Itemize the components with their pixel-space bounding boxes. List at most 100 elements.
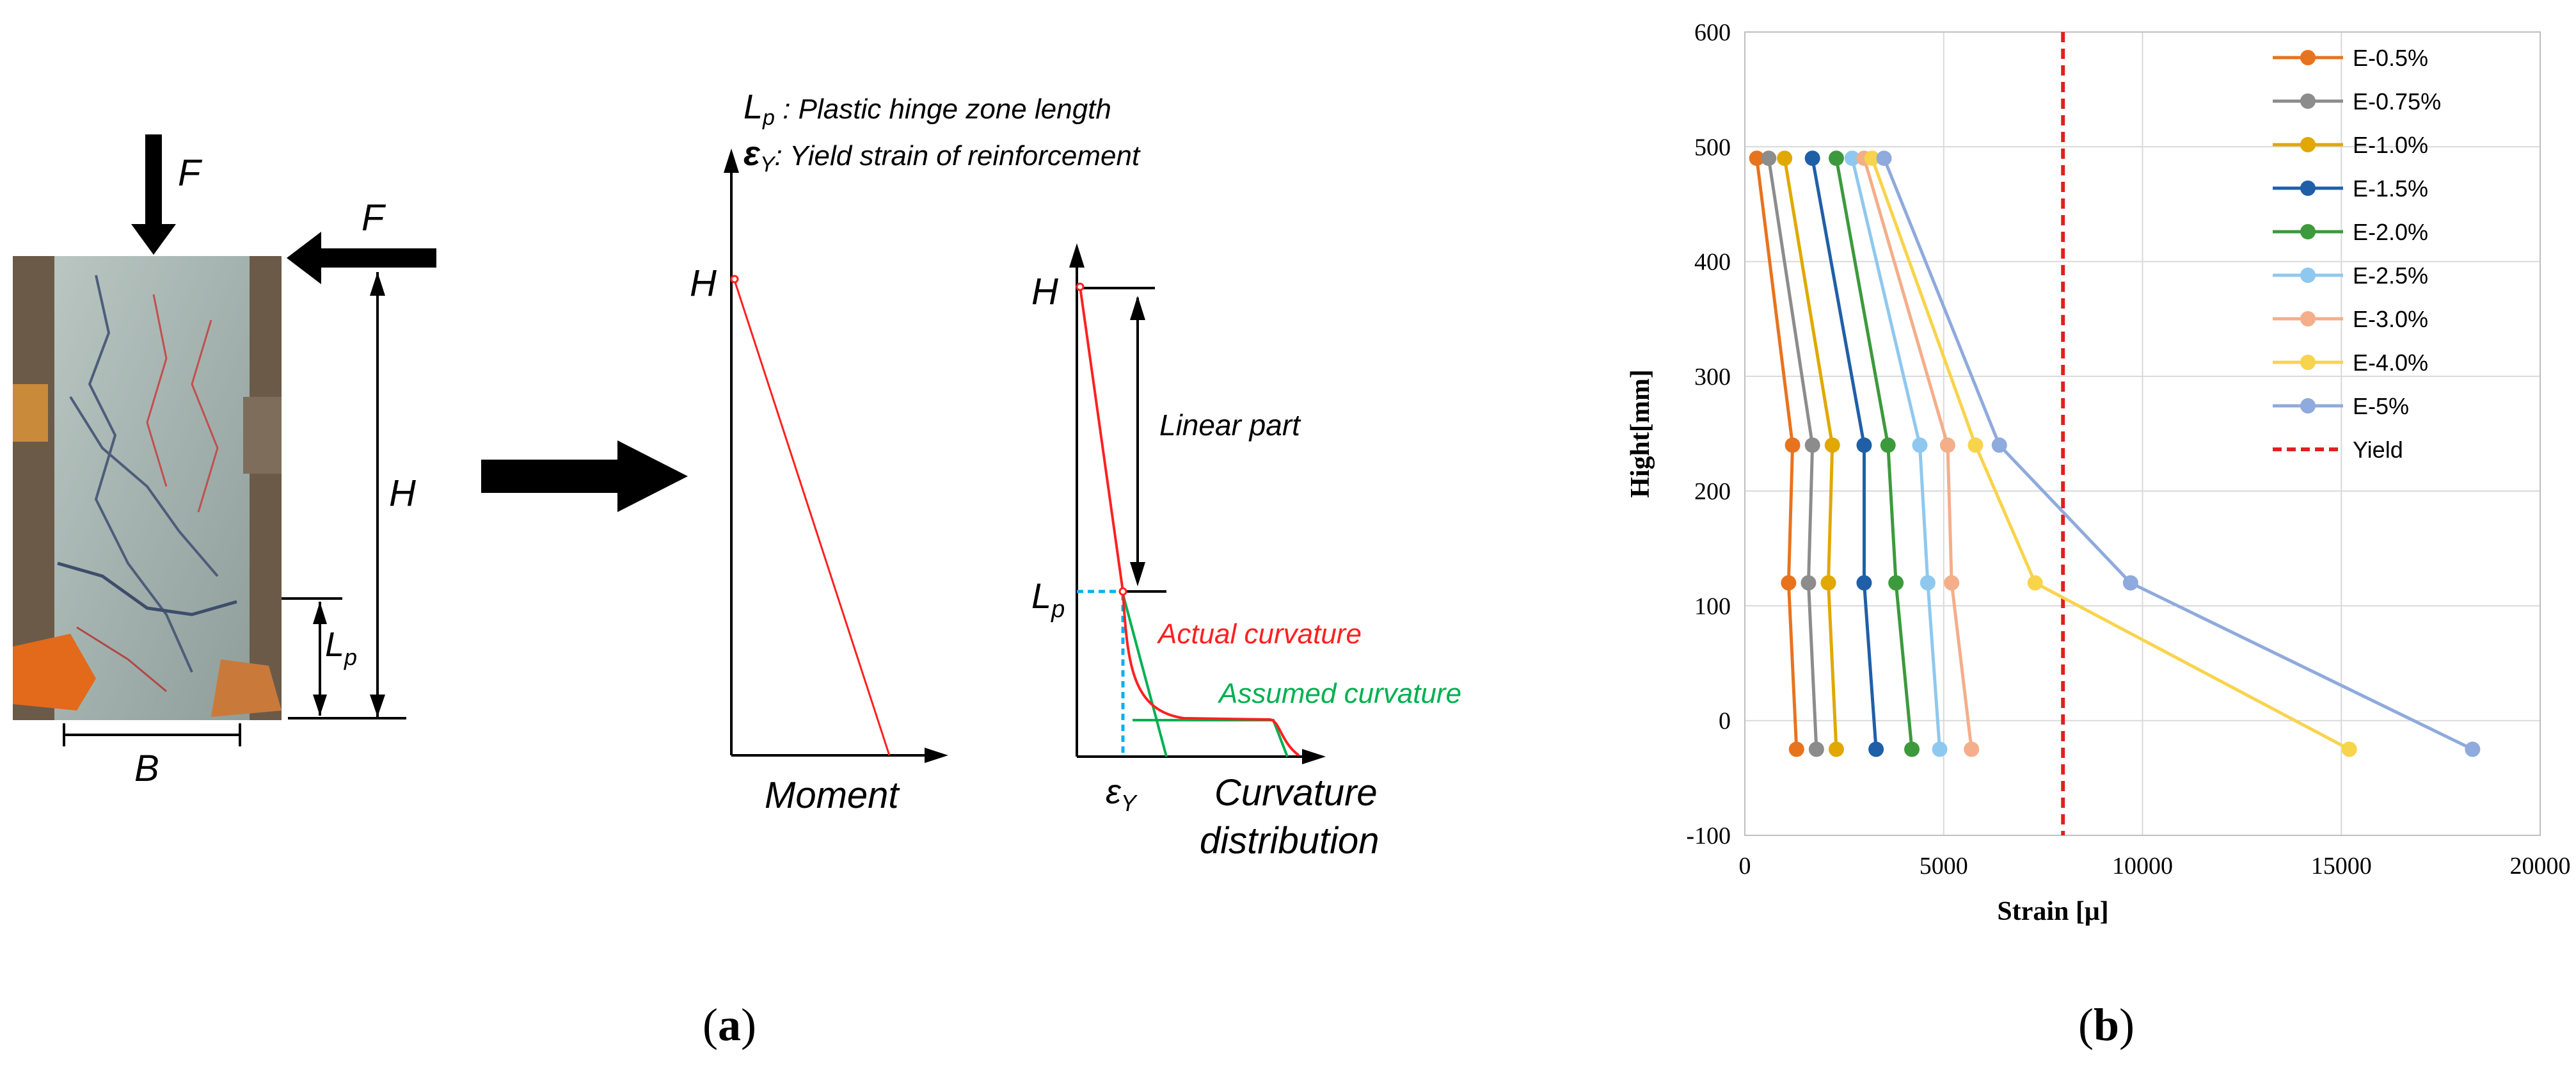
curvature-top-point [1076, 282, 1085, 291]
moment-axes [730, 154, 941, 757]
legend-entry: E-3.0% [2353, 306, 2428, 332]
series-line-E-1.5% [1811, 157, 1878, 750]
series-line-E-0.75% [1767, 157, 1818, 750]
series-line-E-3.0% [1863, 157, 1973, 750]
y-tick-label: 400 [1694, 249, 1731, 276]
data-point [1824, 437, 1840, 453]
data-point [1964, 741, 1980, 757]
legend-swatch-marker [2300, 355, 2316, 370]
data-point [1912, 437, 1928, 453]
x-axis-label: Strain [μ] [1997, 897, 2108, 926]
data-point [2122, 575, 2138, 591]
assumed-curvature-line [1122, 593, 1168, 757]
legend-swatch-marker [2300, 398, 2316, 414]
height-dimension [288, 272, 406, 719]
plot-frame [1744, 31, 2541, 836]
legend-entry: E-2.5% [2353, 262, 2428, 289]
side-force-arrow [287, 232, 436, 284]
y-tick-label: 600 [1694, 19, 1731, 46]
data-point [1876, 150, 1892, 166]
data-point [1944, 575, 1960, 591]
panel-b-label: (b) [2078, 999, 2135, 1050]
moment-line [733, 280, 891, 756]
legend-entry: E-5% [2353, 393, 2409, 419]
curvature-xlabel-1: Curvature [1214, 772, 1378, 814]
curvature-lp-point [1118, 587, 1127, 596]
legend-ey: εY: Yield strain of reinforcement [743, 134, 1141, 177]
legend-lp: Lp : Plastic hinge zone length [743, 88, 1111, 130]
series-line-E-1.0% [1783, 157, 1838, 750]
top-force-arrow [131, 134, 176, 255]
data-point [1777, 150, 1793, 166]
data-point [1932, 741, 1948, 757]
data-point [1749, 150, 1765, 166]
y-tick-label: 0 [1719, 708, 1731, 735]
x-tick-label: 10000 [2112, 853, 2173, 880]
legend-entry: E-1.5% [2353, 175, 2428, 202]
x-tick-label: 15000 [2311, 853, 2372, 880]
y-tick-label: 300 [1694, 364, 1731, 390]
series-line-E-2.5% [1850, 157, 1942, 750]
data-point [2341, 741, 2357, 757]
top-force-label: F [178, 152, 203, 194]
curvature-xlabel-2: distribution [1200, 820, 1379, 862]
width-dimension [63, 723, 241, 746]
legend-swatch-marker [2300, 93, 2316, 109]
data-point [2465, 741, 2481, 757]
series-line-E-5% [1882, 157, 2474, 751]
x-tick-label: 5000 [1920, 853, 1968, 880]
data-point [1844, 150, 1860, 166]
data-point [1888, 575, 1904, 591]
legend-swatch-marker [2300, 224, 2316, 239]
data-point [1880, 437, 1896, 453]
data-point [1856, 437, 1872, 453]
x-tick-label: 20000 [2510, 853, 2571, 880]
legend-entry: E-4.0% [2353, 350, 2428, 376]
data-point [1868, 741, 1884, 757]
specimen-photo [13, 256, 282, 720]
series-line-E-2.0% [1834, 157, 1914, 750]
legend-entry: E-1.0% [2353, 132, 2428, 158]
moment-h-label: H [690, 262, 717, 304]
data-point [1788, 741, 1804, 757]
legend-entry: E-0.5% [2353, 45, 2428, 71]
side-force-label: F [362, 197, 386, 239]
y-tick-label: 500 [1694, 134, 1731, 161]
moment-top-point [730, 275, 739, 284]
legend-swatch-marker [2300, 181, 2316, 196]
data-point [1864, 150, 1880, 166]
y-tick-label: 100 [1694, 593, 1731, 620]
series-line-E-4.0% [1870, 157, 2350, 751]
data-point [1820, 575, 1836, 591]
transition-arrow [481, 440, 688, 512]
data-point [1808, 741, 1824, 757]
legend-swatch-marker [2300, 50, 2316, 65]
legend-entry: E-2.0% [2353, 219, 2428, 245]
actual-curvature-label: Actual curvature [1156, 618, 1362, 650]
data-point [1939, 437, 1955, 453]
strain-chart: -100 0 100 200 300 400 500 600 0 5000 10000 15000 20… [1626, 19, 2571, 926]
y-axis-label: Hight[mm] [1626, 369, 1655, 498]
curvature-lp-label: Lp [1031, 575, 1065, 623]
y-tick-label: 200 [1694, 478, 1731, 505]
data-point [1920, 575, 1936, 591]
legend-entry-yield: Yield [2353, 437, 2403, 463]
legend-swatch-marker [2300, 268, 2316, 283]
y-tick-label: -100 [1686, 823, 1731, 849]
data-point [1761, 150, 1777, 166]
data-point [1991, 437, 2007, 453]
data-point [1904, 741, 1920, 757]
series-line-E-0.5% [1755, 157, 1799, 750]
data-point [1801, 575, 1817, 591]
data-point [1828, 150, 1844, 166]
x-tick-label: 0 [1739, 853, 1751, 880]
data-point [1968, 437, 1984, 453]
height-label: H [389, 472, 416, 514]
legend-swatch-marker [2300, 311, 2316, 326]
data-point [1804, 437, 1820, 453]
data-point [1856, 575, 1872, 591]
curvature-h-label: H [1031, 271, 1058, 312]
data-point [1804, 150, 1820, 166]
data-point [1828, 741, 1844, 757]
curvature-ey-label: εY [1106, 773, 1138, 816]
